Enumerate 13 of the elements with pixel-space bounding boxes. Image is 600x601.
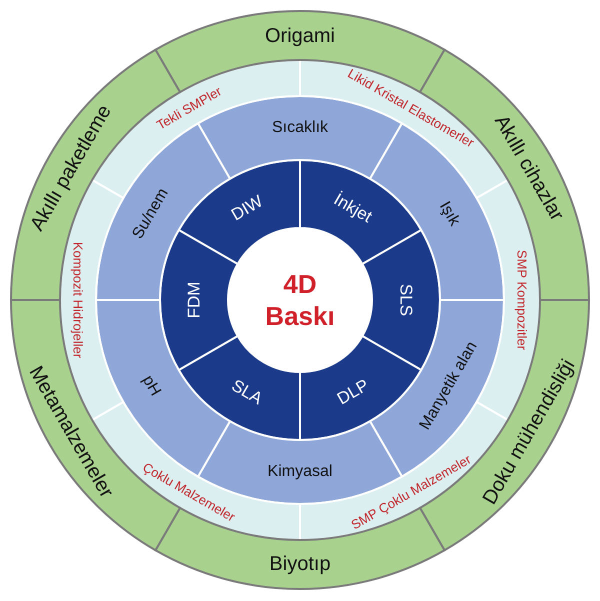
segment-label: Kompozit Hidrojeller: [72, 242, 84, 358]
segment-label: SLA: [228, 376, 266, 408]
segment-label: DIW: [228, 192, 266, 224]
segment-label: FDM: [186, 282, 202, 318]
segment-label: SMP Kompozitler: [516, 250, 528, 350]
segment-label: SLS: [398, 284, 414, 316]
segment-label: Origami: [265, 26, 335, 46]
segment-label: DLP: [334, 376, 372, 408]
segment-label: Işık: [436, 199, 462, 229]
segment-label: Sıcaklık: [272, 120, 328, 136]
segment-label: pH: [139, 373, 164, 399]
segment-label: Biyotıp: [269, 554, 331, 574]
segment-label: Kimyasal: [268, 464, 332, 480]
